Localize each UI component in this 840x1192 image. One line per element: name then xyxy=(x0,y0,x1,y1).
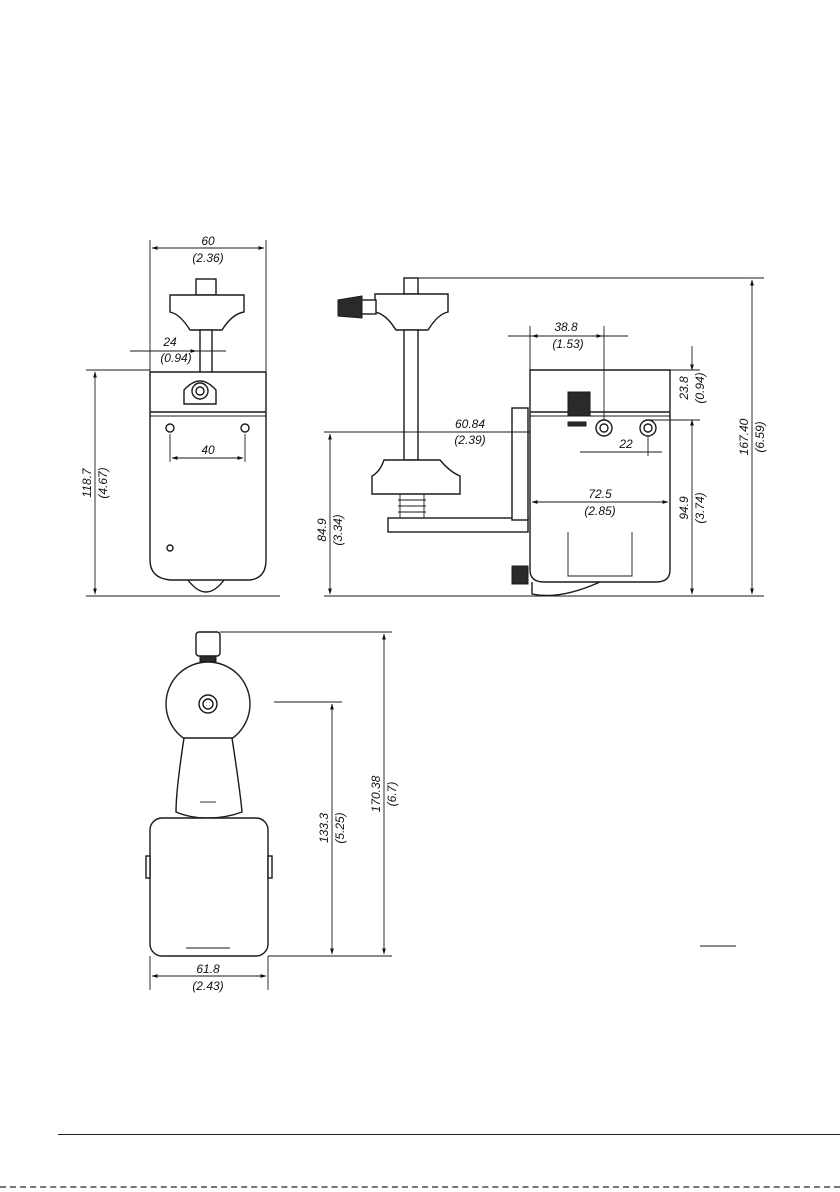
top-neck xyxy=(176,738,242,818)
dim-mount-spacing: 40 xyxy=(201,443,215,457)
front-shaft xyxy=(200,330,212,374)
dim-top-view-height-in: (5.25) xyxy=(333,812,347,843)
dim-front-width: 60 xyxy=(201,234,215,248)
page-edge-dashes xyxy=(0,1186,840,1188)
dim-hole-spacing: 22 xyxy=(618,437,633,451)
footer-rule xyxy=(58,1134,840,1135)
dim-arm-reach: 60.84 xyxy=(455,417,485,431)
dim-box-depth-in: (2.85) xyxy=(584,504,615,518)
dim-side-height-in: (3.34) xyxy=(331,514,345,545)
dim-top-width: 61.8 xyxy=(196,962,220,976)
dim-overall-height: 167.40 xyxy=(737,418,751,455)
dim-hole-offset-in: (1.53) xyxy=(552,337,583,351)
front-knob xyxy=(170,295,244,330)
dim-top-height-in: (0.94) xyxy=(693,372,707,403)
side-base-arm xyxy=(388,518,528,532)
side-lever xyxy=(568,392,590,416)
dim-arm-reach-in: (2.39) xyxy=(454,433,485,447)
dim-offset: 24 xyxy=(162,335,177,349)
side-thumbscrew xyxy=(338,296,362,318)
dim-top-view-height: 133.3 xyxy=(317,813,331,843)
front-pivot xyxy=(192,383,208,399)
top-box xyxy=(150,818,268,956)
side-fitting xyxy=(512,566,528,584)
dim-front-height: 118.7 xyxy=(80,467,94,497)
dim-top-height: 23.8 xyxy=(677,376,691,401)
dim-front-width-in: (2.36) xyxy=(192,251,223,265)
front-view xyxy=(150,279,266,592)
dim-box-height-in: (3.74) xyxy=(693,492,707,523)
front-knob-cap xyxy=(196,279,216,295)
dim-top-overall-in: (6.7) xyxy=(385,782,399,807)
top-disc xyxy=(166,662,250,746)
side-bracket xyxy=(512,408,528,520)
top-knob-cap xyxy=(196,632,220,656)
dim-top-overall: 170.38 xyxy=(369,775,383,812)
dim-hole-offset: 38.8 xyxy=(554,320,578,334)
dim-overall-height-in: (6.59) xyxy=(753,421,767,452)
side-knob xyxy=(375,294,448,330)
side-shaft xyxy=(404,330,418,460)
dim-side-height: 84.9 xyxy=(315,518,329,542)
dim-front-height-in: (4.67) xyxy=(96,467,110,498)
top-view xyxy=(146,632,272,956)
dim-offset-in: (0.94) xyxy=(160,351,191,365)
dim-top-width-in: (2.43) xyxy=(192,979,223,993)
dim-box-height: 94.9 xyxy=(677,496,691,520)
dim-box-depth: 72.5 xyxy=(588,487,612,501)
front-bottom-nub xyxy=(188,580,224,592)
side-box xyxy=(530,370,670,582)
side-clamp xyxy=(372,460,460,494)
